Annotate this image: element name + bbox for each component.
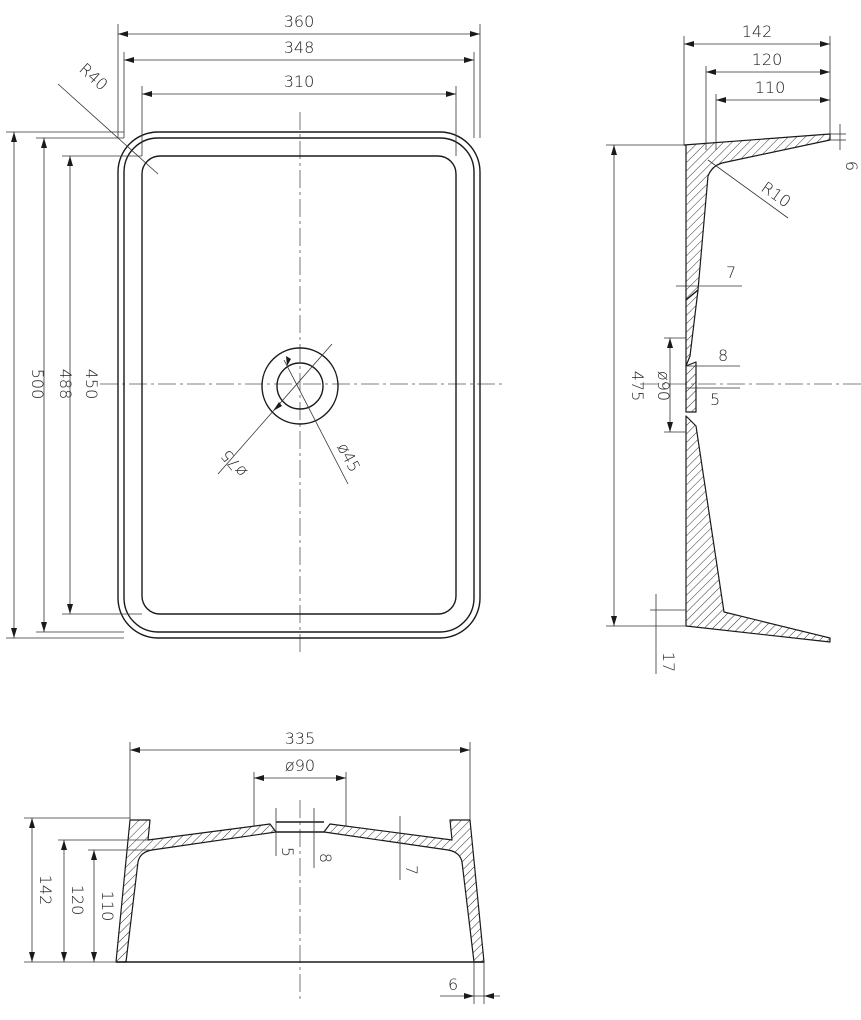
- dim-drain-step-8: 8: [718, 346, 728, 365]
- side-wall-mid-section: [685, 289, 699, 367]
- dim-depth-110: 110: [755, 78, 786, 97]
- dim-length-500: 500: [28, 369, 47, 400]
- leader-drain-45: [283, 359, 349, 485]
- dim-wall-7: 7: [402, 865, 421, 875]
- dim-drain-lip-5: 5: [278, 847, 297, 857]
- dim-width-310: 310: [284, 72, 315, 91]
- front-right-wall-section: [323, 819, 485, 963]
- dim-length-488: 488: [56, 369, 75, 400]
- side-drain-section: [685, 361, 697, 413]
- dim-length-450: 450: [82, 369, 101, 400]
- dim-height-142: 142: [36, 875, 55, 906]
- dim-drain-step-8: 8: [316, 853, 335, 863]
- dim-width-360: 360: [284, 12, 315, 31]
- dim-drain-90: ø90: [285, 756, 315, 775]
- leader-r10: [707, 159, 789, 219]
- dim-drain-45: ø45: [333, 440, 364, 476]
- dim-drain-90: ø90: [654, 371, 673, 401]
- front-drain-neck: [276, 821, 324, 833]
- dim-depth-120: 120: [752, 50, 783, 69]
- dim-length-475: 475: [628, 371, 647, 402]
- plan-mid-rim: [123, 137, 475, 633]
- dim-depth-142: 142: [742, 22, 773, 41]
- dim-drain-75: ø75: [217, 446, 251, 481]
- side-section-view: 142 120 110 6 R10 7 8 5 ø90: [606, 22, 861, 674]
- front-left-wall-section: [115, 819, 277, 963]
- dim-radius-r40: R40: [75, 59, 111, 94]
- dim-base-17: 17: [659, 652, 678, 672]
- side-wall-bottom-section: [685, 415, 831, 643]
- plan-drain-outer: [261, 347, 339, 425]
- plan-view: 360 348 310 R40 500 488 450 ø75 ø45: [6, 12, 505, 655]
- dim-rim-6: 6: [842, 161, 861, 171]
- plan-outer-rim: [117, 131, 481, 639]
- dim-bottom-6: 6: [448, 975, 458, 994]
- dim-drain-lip-5: 5: [710, 390, 720, 409]
- dim-height-110: 110: [98, 891, 117, 922]
- plan-inner-bowl: [141, 155, 457, 615]
- dim-width-348: 348: [284, 38, 315, 57]
- dim-fillet-r10: R10: [758, 178, 795, 212]
- leader-r40: [57, 83, 159, 175]
- front-section-view: 335 ø90 5 8 7 142 120 110 6: [24, 729, 500, 1004]
- dim-wall-7: 7: [726, 263, 736, 282]
- plan-drain-inner: [276, 362, 324, 410]
- dim-height-120: 120: [68, 885, 87, 916]
- dim-width-335: 335: [285, 729, 316, 748]
- side-wall-top-section: [683, 133, 831, 301]
